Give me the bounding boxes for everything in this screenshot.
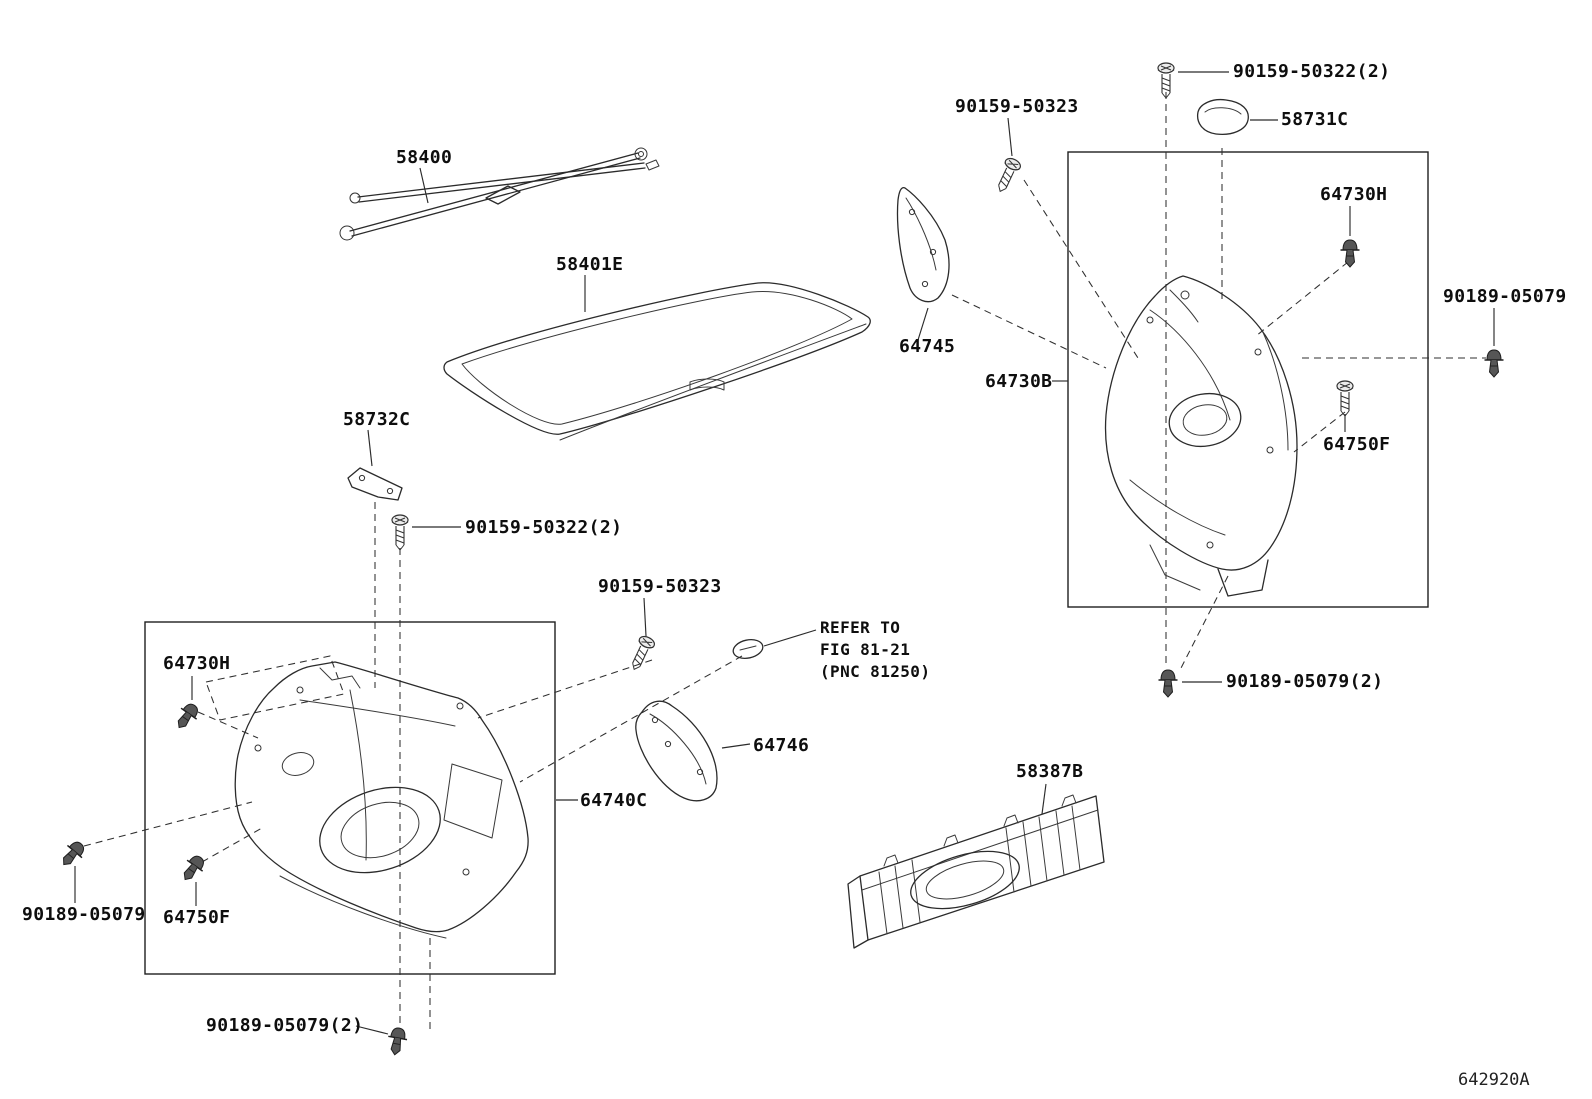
label-90159-50323-mid: 90159-50323 — [598, 576, 722, 597]
right-group-box — [1067, 151, 1429, 608]
screw-90159-50323-top-icon — [992, 155, 1023, 196]
refer-note-line1: REFER TO — [820, 618, 900, 637]
screw-90159-50322-left-icon — [391, 514, 409, 551]
refer-note-line2: FIG 81-21 — [820, 640, 910, 659]
trim-64746-drawing — [635, 700, 718, 802]
label-64730H-right: 64730H — [1320, 184, 1387, 205]
left-group-box — [144, 621, 556, 975]
label-58731C: 58731C — [1281, 109, 1348, 130]
dashed-construction-lines — [83, 92, 1486, 1030]
deck-board-58401E-drawing — [443, 282, 871, 441]
label-90189-05079-left: 90189-05079 — [22, 904, 146, 925]
label-64750F-left: 64750F — [163, 907, 230, 928]
clip-90189-05079-right2-icon — [1157, 669, 1179, 698]
support-rod-58400-drawing — [339, 147, 660, 241]
quarter-trim-64730B-drawing — [1104, 275, 1298, 597]
quarter-trim-64740C-drawing — [234, 661, 529, 939]
leader-lines — [74, 71, 1495, 1035]
clip-64730H-right-icon — [1339, 239, 1361, 268]
label-64750F-right: 64750F — [1323, 434, 1390, 455]
grommet-90189-05079-right-icon — [1483, 349, 1505, 378]
clip-fig81-21-drawing — [732, 639, 764, 659]
screw-64750F-right-icon — [1336, 380, 1354, 417]
screw-90159-50323-mid-icon — [626, 633, 657, 674]
label-90189-05079-right: 90189-05079 — [1443, 286, 1567, 307]
label-58401E: 58401E — [556, 254, 623, 275]
label-58400: 58400 — [396, 147, 452, 168]
cover-58731C-drawing — [1196, 98, 1249, 136]
label-64740C: 64740C — [580, 790, 647, 811]
label-90159-50323-top: 90159-50323 — [955, 96, 1079, 117]
clip-64750F-left-icon — [176, 851, 210, 886]
label-90159-50322-left: 90159-50322(2) — [465, 517, 622, 538]
label-64745: 64745 — [899, 336, 955, 357]
trim-64745-drawing — [896, 186, 950, 303]
label-64730H-left: 64730H — [163, 653, 230, 674]
lower-panel-58387B-drawing — [847, 794, 1105, 949]
label-58732C: 58732C — [343, 409, 410, 430]
clip-90189-05079-bottom-icon — [384, 1025, 410, 1058]
label-90159-50322-top: 90159-50322(2) — [1233, 61, 1390, 82]
label-64746: 64746 — [753, 735, 809, 756]
clip-90189-05079-left-icon — [55, 837, 90, 872]
label-90189-05079-2-bottom: 90189-05079(2) — [206, 1015, 363, 1036]
label-58387B: 58387B — [1016, 761, 1083, 782]
clip-64730H-left-icon — [170, 699, 204, 734]
refer-note-line3: (PNC 81250) — [820, 662, 930, 681]
label-64730B: 64730B — [985, 371, 1052, 392]
bracket-58732C-drawing — [347, 467, 403, 501]
label-90189-05079-2-right: 90189-05079(2) — [1226, 671, 1383, 692]
diagram-code: 642920A — [1458, 1070, 1530, 1090]
refer-note: REFER TO FIG 81-21 (PNC 81250) — [820, 618, 930, 681]
